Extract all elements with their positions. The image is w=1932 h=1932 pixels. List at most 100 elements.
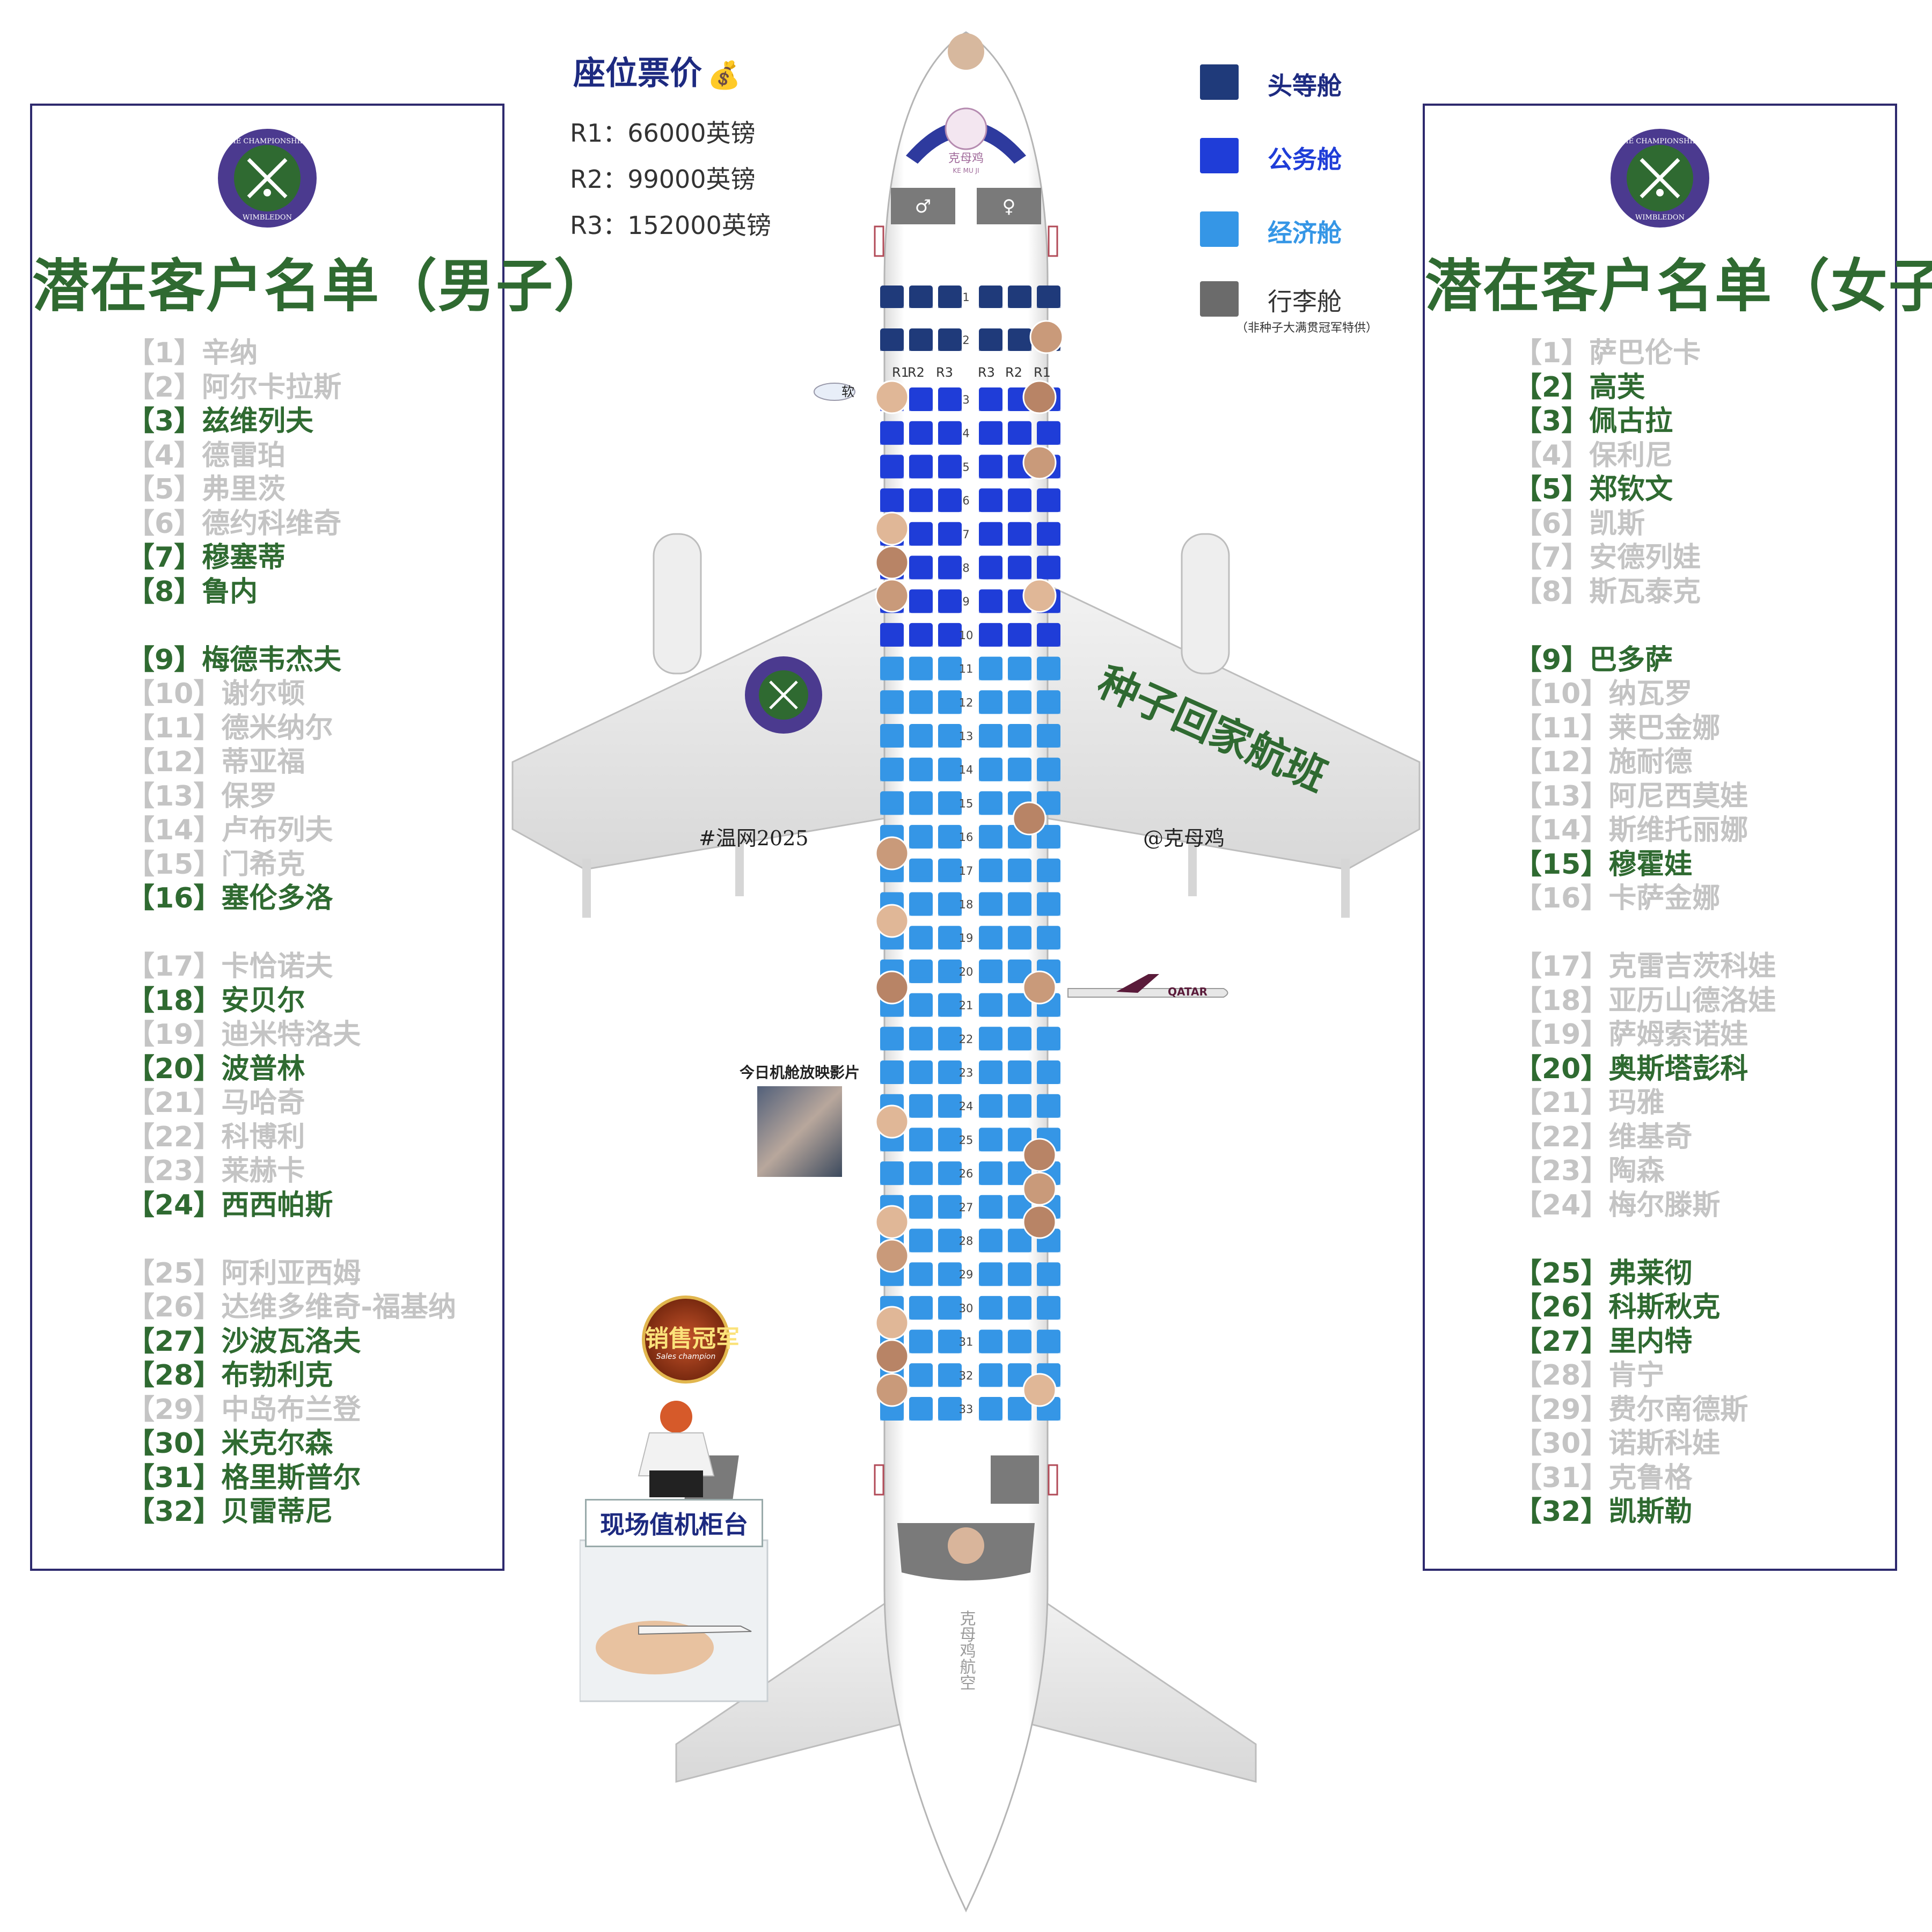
seat-row-18-right-1[interactable] — [979, 892, 1002, 916]
seat-row-21-left-2[interactable] — [909, 993, 933, 1017]
seat-row-19-left-3[interactable] — [938, 926, 962, 950]
seat-row-29-right-1[interactable] — [979, 1262, 1002, 1286]
seat-row-30-right-2[interactable] — [1008, 1296, 1031, 1320]
seat-row-4-left-3[interactable] — [938, 421, 962, 445]
seat-row-30-right-3[interactable] — [1037, 1296, 1060, 1320]
seat-row-2-left-2[interactable] — [909, 328, 933, 351]
seat-row-33-left-2[interactable] — [909, 1397, 933, 1421]
seat-row-7-right-1[interactable] — [979, 522, 1002, 546]
seat-row-29-left-2[interactable] — [909, 1262, 933, 1286]
seat-row-21-left-3[interactable] — [938, 993, 962, 1017]
seat-row-33-right-2[interactable] — [1008, 1397, 1031, 1421]
seat-row-14-left-2[interactable] — [909, 757, 933, 781]
seat-row-1-left-2[interactable] — [909, 286, 933, 308]
seat-row-17-right-2[interactable] — [1008, 858, 1031, 882]
seat-row-7-left-2[interactable] — [909, 522, 933, 546]
seat-row-24-left-3[interactable] — [938, 1094, 962, 1118]
seat-row-29-left-3[interactable] — [938, 1262, 962, 1286]
seat-row-22-left-2[interactable] — [909, 1027, 933, 1051]
seat-row-7-right-2[interactable] — [1008, 522, 1031, 546]
seat-row-23-left-3[interactable] — [938, 1060, 962, 1084]
seat-row-3-left-3[interactable] — [938, 387, 962, 411]
seat-row-30-left-3[interactable] — [938, 1296, 962, 1320]
seat-row-10-right-2[interactable] — [1008, 623, 1031, 647]
seat-row-18-left-2[interactable] — [909, 892, 933, 916]
seat-row-5-left-2[interactable] — [909, 455, 933, 479]
seat-row-1-right-1[interactable] — [979, 286, 1002, 308]
seat-row-29-right-3[interactable] — [1037, 1262, 1060, 1286]
seat-row-4-right-3[interactable] — [1037, 421, 1060, 445]
seat-row-9-right-1[interactable] — [979, 589, 1002, 613]
seat-row-20-left-3[interactable] — [938, 959, 962, 983]
seat-row-18-right-3[interactable] — [1037, 892, 1060, 916]
seat-row-33-right-1[interactable] — [979, 1397, 1002, 1421]
seat-row-5-left-3[interactable] — [938, 455, 962, 479]
seat-row-30-right-1[interactable] — [979, 1296, 1002, 1320]
toilet-female[interactable] — [977, 188, 1041, 224]
seat-row-23-right-1[interactable] — [979, 1060, 1002, 1084]
seat-row-26-right-2[interactable] — [1008, 1161, 1031, 1185]
seat-row-10-right-3[interactable] — [1037, 623, 1060, 647]
seat-row-23-left-1[interactable] — [880, 1060, 904, 1084]
seat-row-8-left-2[interactable] — [909, 555, 933, 580]
seat-row-31-left-3[interactable] — [938, 1329, 962, 1353]
seat-row-14-right-1[interactable] — [979, 757, 1002, 781]
seat-row-5-left-1[interactable] — [880, 455, 904, 479]
seat-row-15-left-1[interactable] — [880, 791, 904, 815]
seat-row-12-left-3[interactable] — [938, 690, 962, 714]
seat-row-15-right-1[interactable] — [979, 791, 1002, 815]
seat-row-11-right-2[interactable] — [1008, 656, 1031, 680]
seat-row-11-left-2[interactable] — [909, 656, 933, 680]
seat-row-28-left-3[interactable] — [938, 1228, 962, 1253]
seat-row-1-left-1[interactable] — [880, 286, 904, 308]
seat-row-6-right-1[interactable] — [979, 488, 1002, 513]
seat-row-27-left-3[interactable] — [938, 1195, 962, 1219]
seat-row-6-left-2[interactable] — [909, 488, 933, 513]
seat-row-13-right-2[interactable] — [1008, 724, 1031, 748]
seat-row-11-right-1[interactable] — [979, 656, 1002, 680]
seat-row-25-left-3[interactable] — [938, 1128, 962, 1152]
seat-row-17-left-2[interactable] — [909, 858, 933, 882]
seat-row-15-left-2[interactable] — [909, 791, 933, 815]
rear-toilet-right[interactable] — [991, 1455, 1039, 1504]
seat-row-2-right-1[interactable] — [979, 328, 1002, 351]
seat-row-19-right-3[interactable] — [1037, 926, 1060, 950]
seat-row-22-left-1[interactable] — [880, 1027, 904, 1051]
seat-row-17-right-1[interactable] — [979, 858, 1002, 882]
seat-row-19-right-1[interactable] — [979, 926, 1002, 950]
seat-row-16-left-2[interactable] — [909, 825, 933, 849]
seat-row-17-left-3[interactable] — [938, 858, 962, 882]
movie-poster[interactable] — [757, 1086, 842, 1177]
seat-row-1-left-3[interactable] — [938, 286, 962, 308]
seat-row-20-left-2[interactable] — [909, 959, 933, 983]
seat-row-1-right-2[interactable] — [1008, 286, 1031, 308]
seat-row-25-left-2[interactable] — [909, 1128, 933, 1152]
seat-row-26-left-2[interactable] — [909, 1161, 933, 1185]
seat-row-11-left-3[interactable] — [938, 656, 962, 680]
seat-row-10-left-2[interactable] — [909, 623, 933, 647]
seat-row-8-left-3[interactable] — [938, 555, 962, 580]
seat-row-33-left-3[interactable] — [938, 1397, 962, 1421]
seat-row-2-left-1[interactable] — [880, 328, 904, 351]
seat-row-10-left-1[interactable] — [880, 623, 904, 647]
seat-row-21-right-2[interactable] — [1008, 993, 1031, 1017]
seat-row-26-left-3[interactable] — [938, 1161, 962, 1185]
seat-row-17-right-3[interactable] — [1037, 858, 1060, 882]
seat-row-3-left-2[interactable] — [909, 387, 933, 411]
seat-row-4-right-2[interactable] — [1008, 421, 1031, 445]
seat-row-13-left-2[interactable] — [909, 724, 933, 748]
seat-row-8-right-2[interactable] — [1008, 555, 1031, 580]
seat-row-14-right-2[interactable] — [1008, 757, 1031, 781]
seat-row-24-left-2[interactable] — [909, 1094, 933, 1118]
seat-row-12-right-3[interactable] — [1037, 690, 1060, 714]
seat-row-21-right-1[interactable] — [979, 993, 1002, 1017]
seat-row-31-left-2[interactable] — [909, 1329, 933, 1353]
seat-row-27-right-1[interactable] — [979, 1195, 1002, 1219]
seat-row-1-right-3[interactable] — [1037, 286, 1060, 308]
seat-row-4-right-1[interactable] — [979, 421, 1002, 445]
seat-row-6-left-1[interactable] — [880, 488, 904, 513]
seat-row-7-left-3[interactable] — [938, 522, 962, 546]
seat-row-19-right-2[interactable] — [1008, 926, 1031, 950]
seat-row-28-left-2[interactable] — [909, 1228, 933, 1253]
seat-row-13-right-1[interactable] — [979, 724, 1002, 748]
